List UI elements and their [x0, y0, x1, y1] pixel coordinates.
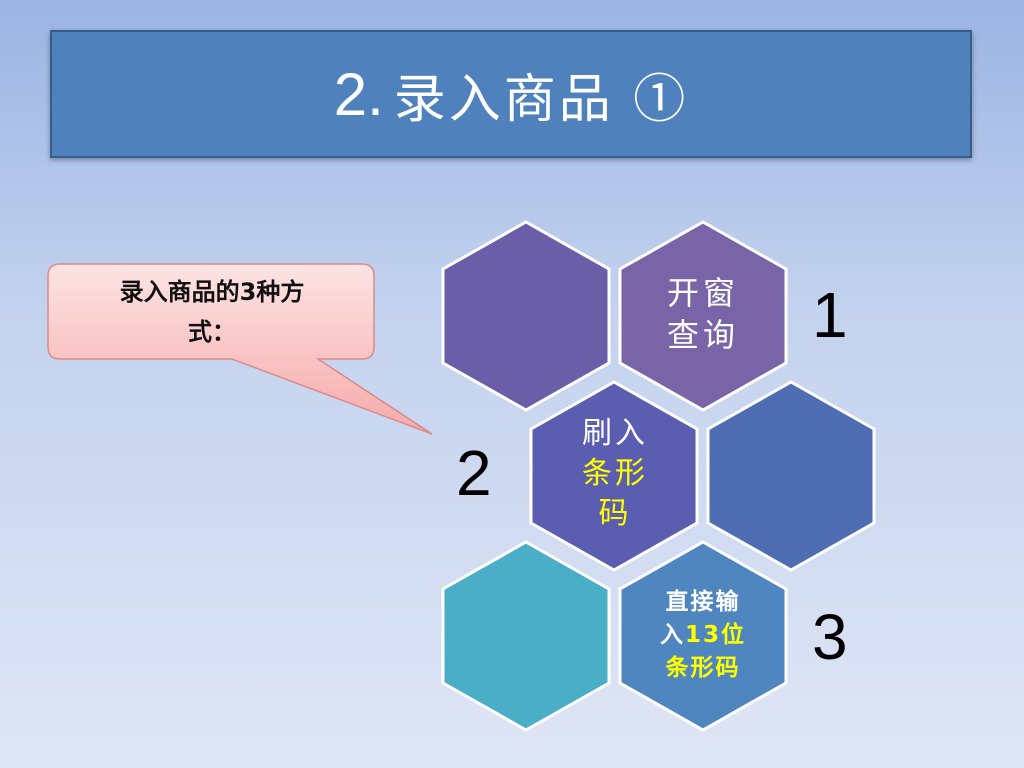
- slide-title-number: 2.: [333, 60, 384, 128]
- option-1-label: 开窗 查询: [640, 272, 766, 356]
- option-3-line-2: 入13位: [640, 619, 766, 652]
- option-3-line-1: 直接输: [665, 589, 741, 615]
- option-2-label: 刷入 条形 码: [552, 414, 678, 534]
- slide-title-bar: 2. 录入商品 ①: [50, 30, 972, 158]
- hex-bottom-left: [441, 540, 611, 732]
- slide-title: 录入商品 ①: [393, 69, 689, 130]
- option-3-number: 3: [812, 601, 848, 673]
- option-2-line-3: 码: [598, 496, 632, 531]
- option-3-line-3: 条形码: [665, 655, 741, 681]
- hex-option-1[interactable]: [618, 220, 788, 412]
- callout-line-1: 录入商品的3种方: [119, 278, 305, 306]
- option-1-line-1: 开窗: [666, 274, 739, 312]
- option-2-line-2: 条形: [582, 456, 648, 491]
- callout-line-2: 式：: [188, 318, 236, 346]
- option-3-line-2a: 入: [659, 622, 685, 648]
- hex-middle-right: [706, 380, 876, 572]
- hex-option-3[interactable]: [618, 540, 788, 732]
- option-1-number: 1: [812, 279, 848, 351]
- option-2-number: 2: [456, 437, 492, 509]
- callout-text: 录入商品的3种方 式：: [58, 272, 366, 352]
- option-3-label: 直接输 入13位 条形码: [640, 586, 766, 685]
- option-3-line-2b: 13位: [684, 622, 746, 648]
- option-2-line-1: 刷入: [582, 416, 648, 451]
- hex-top-left: [441, 220, 611, 412]
- option-1-line-2: 查询: [666, 316, 739, 354]
- hex-option-2[interactable]: [529, 380, 699, 572]
